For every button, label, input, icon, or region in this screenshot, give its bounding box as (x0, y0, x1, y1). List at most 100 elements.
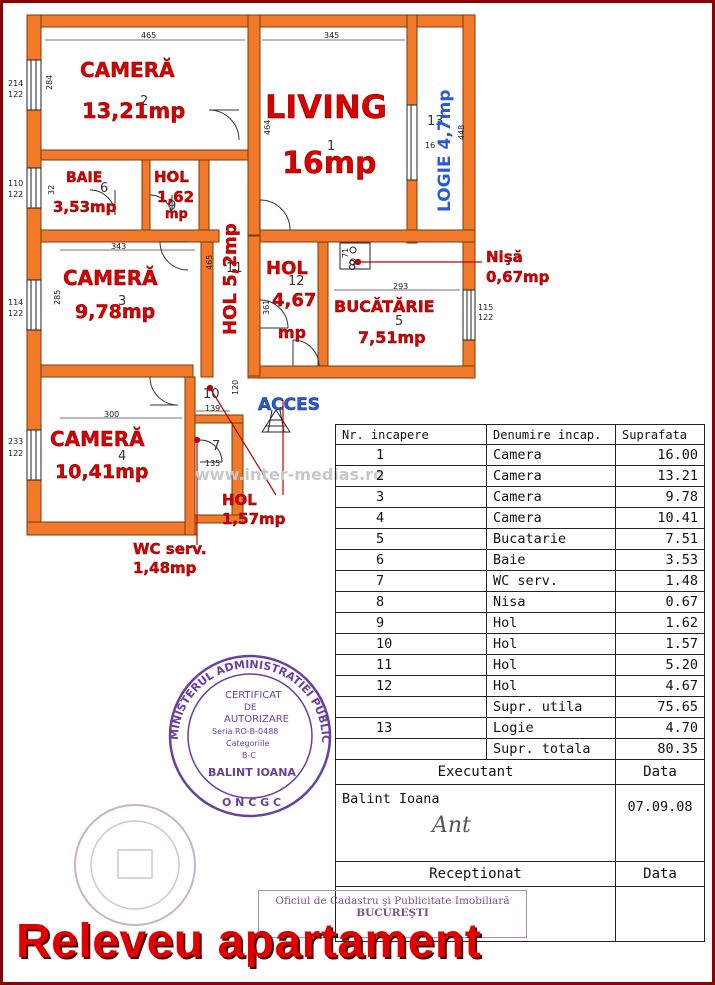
bucatarie-name: BUCĂTĂRIE (334, 297, 435, 316)
row-nr: 1 (335, 444, 487, 466)
dim-122-a: 122 (8, 90, 23, 99)
room-number-13: 13 (427, 114, 444, 129)
dim-345: 345 (324, 31, 339, 40)
room-number-1: 1 (327, 139, 335, 154)
row-area: 1.57 (615, 633, 705, 655)
row-nr: 2 (335, 465, 487, 487)
wc-name: WC serv. (133, 540, 207, 558)
row-area: 16.00 (615, 444, 705, 466)
dim-285: 285 (53, 290, 62, 305)
row-name: Camera (486, 444, 616, 466)
room-number-6: 6 (100, 181, 108, 196)
row-nr: 10 (335, 633, 487, 655)
row-nr: 12 (335, 675, 487, 697)
stamp-line1: CERTIFICAT (225, 690, 282, 701)
camera-bl-area: 10,41mp (55, 461, 149, 483)
row-name: Supr. totala (486, 738, 616, 760)
receptionat-row (335, 886, 705, 942)
stamp-line4: Seria RO-B-0488 (212, 727, 278, 736)
row-nr: 8 (335, 591, 487, 613)
data-label: Data (615, 759, 705, 785)
living-area: 16mp (282, 146, 376, 181)
living-name: LIVING (265, 88, 387, 126)
camera-bl-name: CAMERĂ (50, 427, 145, 451)
hol-center-area2: mp (278, 323, 306, 342)
row-name: Camera (486, 486, 616, 508)
dim-293: 293 (393, 282, 408, 291)
row-area: 7.51 (615, 528, 705, 550)
dim-361: 361 (262, 300, 271, 315)
dim-464: 464 (263, 120, 272, 135)
table-header-row: Nr. incapere Denumire incap. Suprafata (335, 424, 705, 445)
hol-bottom-name: HOL (222, 491, 257, 509)
row-name: Hol (486, 654, 616, 676)
receptionat-cell (335, 886, 616, 942)
acces-label: ACCES (258, 395, 320, 415)
row-name: Hol (486, 633, 616, 655)
floor-plan: 465 345 214 122 284 464 110 122 32 343 2… (8, 14, 550, 577)
header-nr: Nr. incapere (335, 424, 487, 445)
dim-16: 16 (425, 141, 435, 150)
room-number-10: 10 (203, 387, 220, 402)
row-area: 3.53 (615, 549, 705, 571)
ocpi-line1: Oficiul de Cadastru şi Publicitate Imobi… (275, 895, 510, 907)
hol-small-area2: mp (165, 207, 188, 222)
stamp-line2: DE (244, 703, 257, 713)
room-number-2: 2 (140, 94, 148, 109)
row-name: Hol (486, 612, 616, 634)
row-name: Nisa (486, 591, 616, 613)
nisa-name: Nişă (486, 248, 523, 266)
row-area: 10.41 (615, 507, 705, 529)
receptionat-date-cell (615, 886, 705, 942)
baie-name: BAIE (66, 170, 102, 186)
dim-135: 135 (205, 459, 220, 468)
row-nr: 7 (335, 570, 487, 592)
row-name: Baie (486, 549, 616, 571)
row-area: 1.48 (615, 570, 705, 592)
row-area: 4.70 (615, 717, 705, 739)
executant-signature: Ant (432, 813, 471, 838)
stamp-line6: B-C (242, 751, 256, 760)
row-name: Bucatarie (486, 528, 616, 550)
executant-label: Executant (335, 759, 616, 785)
hol-center-name: HOL (266, 258, 308, 279)
executant-header-row: Executant Data (335, 759, 705, 785)
dim-284: 284 (45, 75, 54, 90)
row-area: 9.78 (615, 486, 705, 508)
stamp-bottom-text: O N C G C (222, 796, 281, 809)
dim-120: 120 (231, 380, 240, 395)
executant-name: Balint Ioana (342, 791, 440, 807)
dim-122-d: 122 (478, 313, 493, 322)
dim-71: 71 (341, 248, 350, 258)
room-number-12: 12 (288, 274, 305, 289)
executant-date: 07.09.08 (615, 784, 705, 862)
camera-mid-area: 9,78mp (75, 301, 155, 323)
row-area: 4.67 (615, 675, 705, 697)
row-nr: 11 (335, 654, 487, 676)
camera-tl-area: 13,21mp (82, 99, 185, 123)
room-number-3: 3 (118, 294, 126, 309)
dim-300: 300 (104, 410, 119, 419)
row-nr (335, 738, 487, 760)
room-number-11: 11 (226, 261, 243, 276)
hol-bottom-area: 1,57mp (222, 510, 286, 528)
dim-115: 115 (478, 303, 493, 312)
row-nr: 9 (335, 612, 487, 634)
row-area: 75.65 (615, 696, 705, 718)
row-area: 1.62 (615, 612, 705, 634)
wc-area: 1,48mp (133, 559, 197, 577)
camera-mid-name: CAMERĂ (63, 266, 158, 290)
hol-center-area1: 4,67 (272, 290, 316, 311)
header-area: Suprafata (615, 424, 705, 445)
dim-32: 32 (47, 185, 56, 195)
dim-114: 114 (8, 298, 23, 307)
